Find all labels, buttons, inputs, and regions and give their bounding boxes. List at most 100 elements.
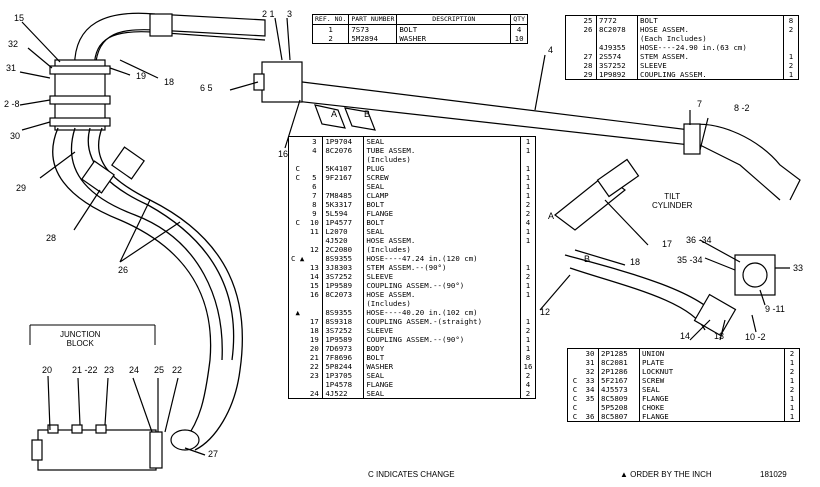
callout-25: 25 [154,365,165,375]
ref-cell: 10 [306,218,324,227]
change-mark-cell [289,182,307,191]
change-mark-cell [289,227,307,236]
qty-cell: 1 [789,376,795,385]
callout-24: 24 [129,365,140,375]
description-cell: (Each Includes) [637,34,784,43]
change-mark-cell [289,389,307,399]
qty-cell: 1 [789,358,795,367]
ref-cell: 34 [582,385,599,394]
description-cell: (Includes) [363,299,521,308]
description-cell: CHOKE [639,403,785,412]
qty-cell: 1 [525,164,531,173]
qty-cell: 10 [514,34,524,43]
qty-cell: 8 [525,353,531,362]
description-cell: SEAL [363,227,521,236]
part-number-cell: 5K4107 [322,164,365,173]
part-number-cell: 5K3317 [322,200,365,209]
description-cell: STEM ASSEM. [637,52,784,61]
description-cell: FLANGE [639,394,785,403]
change-mark-cell: ▲ [295,308,300,317]
qty-cell: 1 [525,137,531,146]
description-cell: HOSE----24.90 in.(63 cm) [637,43,784,52]
qty-cell: 1 [789,394,795,403]
callout-17: 17 [662,239,673,249]
part-number-cell: 4J520 [322,236,365,245]
ref-cell [306,308,324,317]
callout-33: 33 [793,263,804,273]
qty-cell: 8 [788,16,794,25]
description-cell: COUPLING ASSEM.--(90°) [363,281,521,290]
change-mark-cell [289,200,307,209]
qty-cell: 1 [525,191,531,200]
qty-cell: 1 [788,52,794,61]
change-mark-cell: C [295,173,300,182]
callout-B2: B [584,254,591,264]
qty-cell: 2 [525,326,531,335]
ref-cell: 3 [306,136,324,146]
order-by-inch-footnote: ▲ ORDER BY THE INCH [620,470,712,479]
part-number-cell [596,34,638,43]
qty-cell: 2 [525,371,531,380]
change-mark-cell [289,380,307,389]
qty-cell [784,34,799,43]
qty-cell: 1 [525,236,531,245]
description-cell: (Includes) [363,245,521,254]
callout-23: 23 [104,365,115,375]
qty-cell: 2 [525,209,531,218]
qty-cell: 4 [525,218,531,227]
callout-18: 18 [164,77,175,87]
tilt-cylinder-label: TILT CYLINDER [652,192,693,210]
change-mark-cell: C [572,403,578,412]
part-number-cell [322,155,365,164]
part-number-cell: 4J522 [322,389,365,399]
qty-cell: 1 [525,290,531,299]
description-cell: SLEEVE [363,326,521,335]
description-cell: CLAMP [363,191,521,200]
description-cell: HOSE ASSEM. [363,290,521,299]
table-row: (Includes) [289,155,536,164]
description-cell: TUBE ASSEM. [363,146,521,155]
part-number-cell: 7M8485 [322,191,365,200]
callout-27: 27 [208,449,219,459]
change-mark-cell [566,25,581,34]
change-mark-cell [289,155,307,164]
part-number-cell: 8S9355 [322,254,365,263]
change-mark-cell [289,263,307,272]
part-number-cell: 5L594 [322,209,365,218]
description-cell: WASHER [363,362,521,371]
change-mark-cell [289,335,307,344]
change-mark-cell [289,317,307,326]
header-ref: REF. NO. [312,14,350,25]
callout-14: 14 [680,331,691,341]
change-mark-cell [289,362,307,371]
change-mark-cell [289,236,307,245]
change-mark-cell: C [295,164,300,173]
ref-cell [306,380,324,389]
description-cell: BOLT [363,218,521,227]
description-cell: FLANGE [363,209,521,218]
ref-cell: 16 [306,290,324,299]
part-number-cell: 7D6973 [322,344,365,353]
qty-cell: 2 [788,25,794,34]
description-cell: HOSE----47.24 in.(120 cm) [363,254,521,263]
qty-cell: 2 [789,367,795,376]
callout-9-11: 9 -11 [765,304,785,314]
change-mark-cell [289,326,307,335]
ref-cell [580,34,597,43]
